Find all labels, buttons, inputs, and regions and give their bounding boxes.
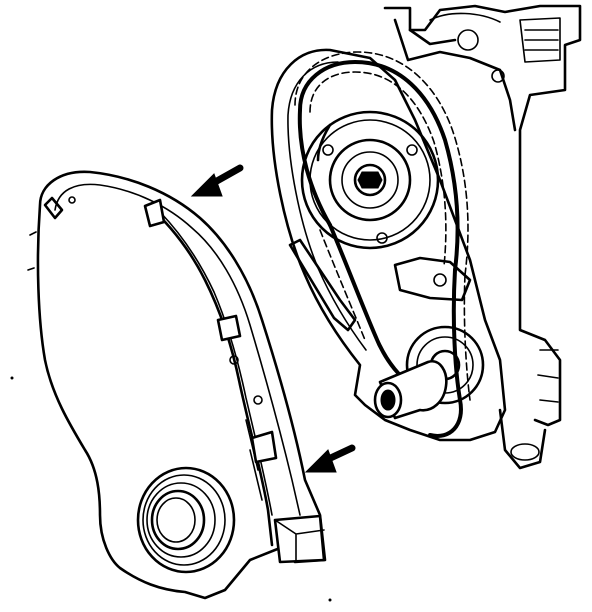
removal-arrow-upper: [190, 164, 244, 197]
timing-chain-and-sprockets: [288, 51, 485, 438]
removal-arrow-lower: [304, 444, 356, 473]
crankshaft-seal: [136, 466, 236, 574]
timing-cover: [27, 170, 327, 600]
front-housing: [270, 48, 507, 442]
engine-block: [383, 4, 582, 470]
